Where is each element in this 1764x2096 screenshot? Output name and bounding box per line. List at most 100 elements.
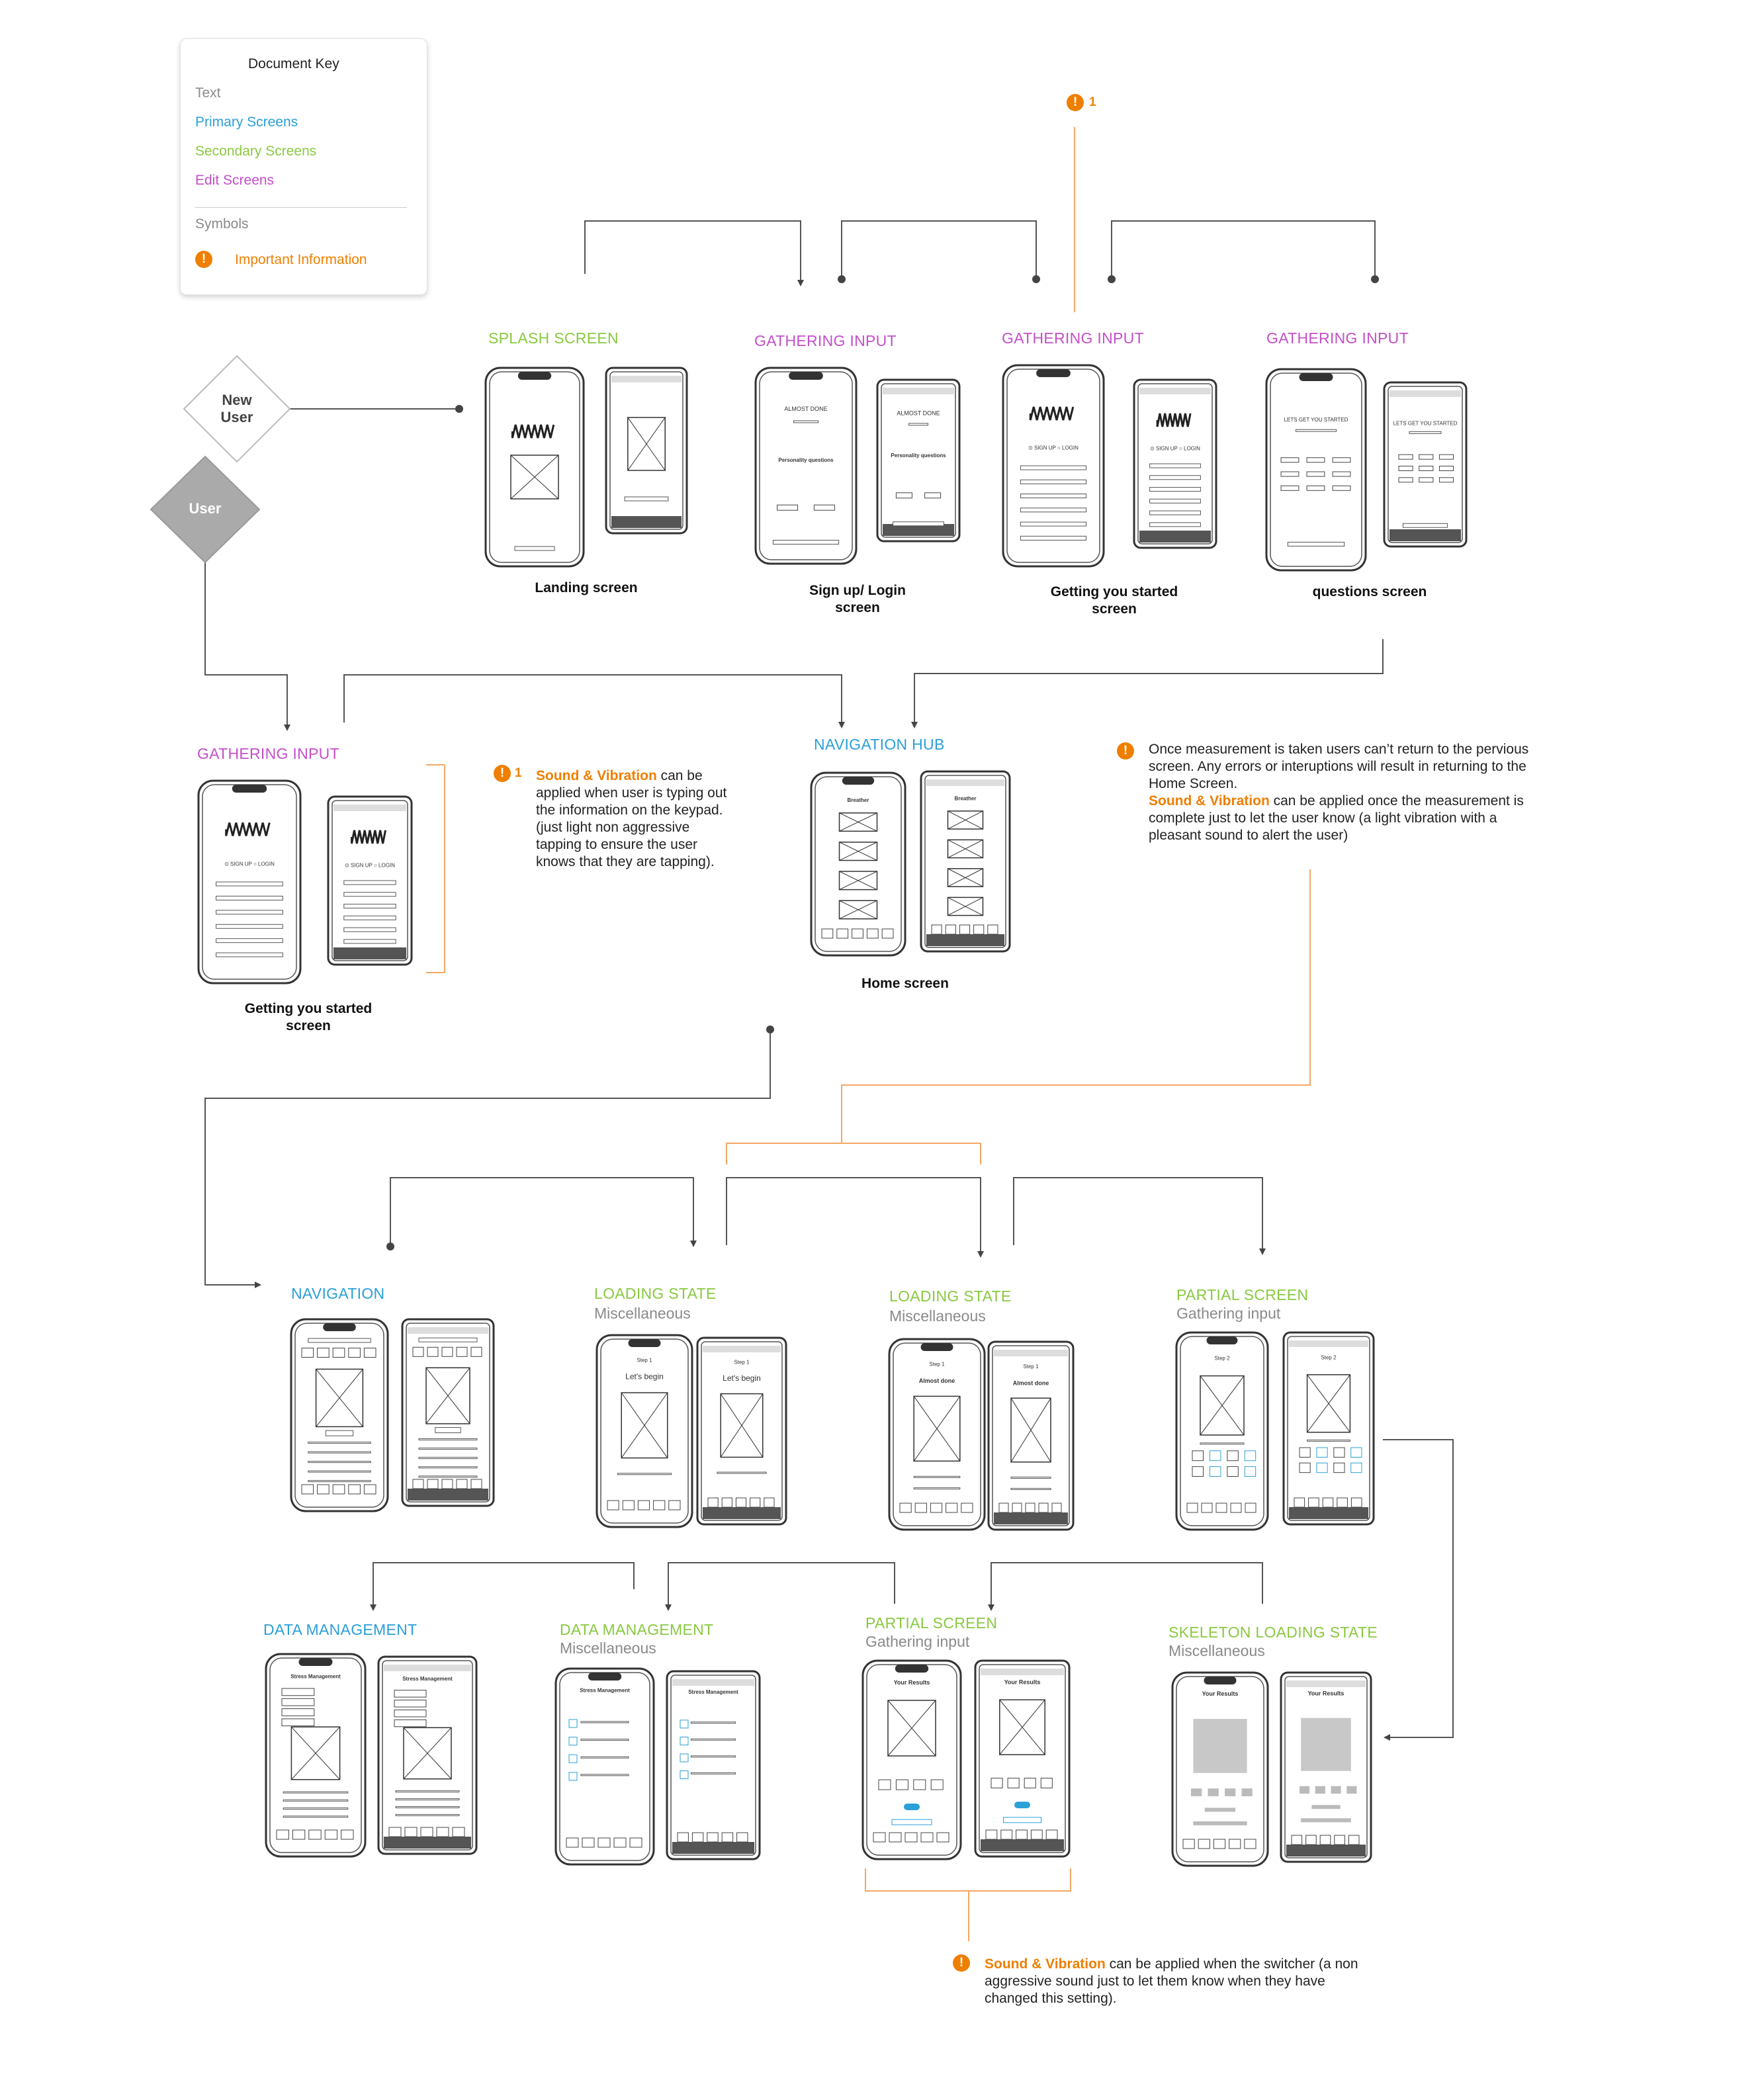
annotation-line <box>841 869 1311 1143</box>
screen-text: Let's begin <box>625 1372 664 1381</box>
phone-bezel <box>406 1323 490 1503</box>
nav-bar <box>703 1507 781 1519</box>
note-keypad-highlight: Sound & Vibration <box>536 768 657 783</box>
input-bar <box>395 1806 460 1808</box>
connector-line <box>584 220 804 286</box>
key-secondary-screens: Secondary Screens <box>195 144 317 159</box>
tab-icon <box>764 1497 775 1508</box>
screen-text: ⊙ SIGN UP ○ LOGIN <box>224 861 275 867</box>
nav-bar <box>1286 1845 1366 1856</box>
choice-box <box>1316 1462 1328 1473</box>
skeleton-block <box>1315 1786 1325 1794</box>
screen-text: ⊙ SIGN UP ○ LOGIN <box>1150 446 1200 452</box>
image-cross <box>948 868 983 887</box>
choice-box <box>991 1778 1003 1788</box>
android-wireframe: ⊙ SIGN UP ○ LOGIN <box>1133 378 1217 549</box>
input-bar <box>418 1448 478 1450</box>
iphone-wireframe: ⊙ SIGN UP ○ LOGIN <box>197 779 302 984</box>
tab-icon <box>301 1348 314 1358</box>
status-bar <box>1389 390 1461 397</box>
tab-icon <box>341 1829 354 1840</box>
tab-icon <box>889 1832 902 1843</box>
choice-box <box>1244 1450 1257 1462</box>
key-title: Document Key <box>248 56 339 71</box>
input-bar <box>216 952 283 957</box>
annotation-line <box>865 1868 1071 1892</box>
option-button <box>1398 454 1413 460</box>
tab-icon <box>1322 1497 1334 1508</box>
input-bar <box>1149 510 1201 515</box>
choice-box <box>930 1779 944 1790</box>
input-bar <box>1402 523 1448 528</box>
iphone-wireframe: Step 2 <box>1175 1331 1269 1531</box>
nav-bar <box>1289 1507 1368 1519</box>
input-bar <box>1020 535 1087 541</box>
annotation-line <box>726 1143 981 1164</box>
tab-icon <box>1182 1839 1195 1849</box>
section-splash-screen: SPLASH SCREEN <box>488 329 619 347</box>
checkbox <box>568 1772 578 1781</box>
option-button <box>1419 465 1434 471</box>
phone-bezel <box>1287 1336 1370 1521</box>
nav-bar <box>384 1837 471 1849</box>
tab-icon <box>1051 1503 1062 1513</box>
input-bar <box>1149 487 1201 492</box>
screen-text: LETS GET YOU STARTED <box>1284 417 1348 423</box>
tab-icon <box>317 1484 330 1495</box>
input-bar <box>418 1475 478 1478</box>
chip <box>281 1688 315 1696</box>
image-cross <box>403 1727 452 1780</box>
decision-user <box>150 455 261 564</box>
input-bar <box>1020 465 1087 470</box>
connector-lines <box>204 220 1454 1741</box>
notch <box>789 372 823 380</box>
skeleton-block <box>1241 1788 1253 1796</box>
skeleton-line <box>1204 1808 1236 1812</box>
section-gathering-input-1: GATHERING INPUT <box>754 332 897 349</box>
image-cross <box>316 1369 363 1427</box>
screen-text: Personality questions <box>891 453 946 459</box>
input-bar <box>308 1338 371 1343</box>
status-bar <box>883 388 954 394</box>
input-bar <box>308 1451 371 1454</box>
screen-text: Stress Management <box>402 1676 453 1682</box>
tab-icon <box>1245 1503 1257 1513</box>
tab-icon <box>1319 1835 1331 1845</box>
screen-text: Step 1 <box>734 1359 750 1365</box>
tab-icon <box>1348 1835 1360 1845</box>
tab-icon <box>301 1484 314 1495</box>
tab-icon <box>597 1837 611 1848</box>
input-bar <box>580 1774 629 1776</box>
connector-dot <box>766 1026 774 1033</box>
chip <box>394 1719 427 1727</box>
choice-box <box>1244 1466 1257 1477</box>
phone-bezel <box>701 1341 783 1521</box>
switcher-toggle <box>904 1804 920 1810</box>
tab-icon <box>456 1479 468 1489</box>
nav-bar <box>981 1839 1064 1851</box>
image-cross <box>948 810 983 830</box>
logo-scribble <box>225 822 271 836</box>
phone-bezel <box>1388 386 1463 543</box>
section-data-management-2: DATA MANAGEMENT <box>560 1621 714 1638</box>
notch <box>842 777 875 785</box>
connector-dot <box>1108 275 1116 283</box>
connector-line <box>370 1562 635 1611</box>
notch <box>323 1323 356 1331</box>
chip <box>394 1700 427 1708</box>
android-wireframe <box>605 367 688 535</box>
input-bar <box>1149 522 1201 527</box>
tab-icon <box>707 1832 719 1843</box>
choice-box <box>1350 1447 1362 1458</box>
image-cross <box>425 1368 470 1424</box>
input-bar <box>418 1466 478 1469</box>
input-bar <box>283 1799 349 1802</box>
section-partial-screen-2: PARTIAL SCREEN <box>865 1614 998 1632</box>
input-bar <box>395 1790 460 1793</box>
tab-icon <box>930 1503 943 1513</box>
input-bar <box>1296 429 1337 432</box>
screen-text: Step 1 <box>1023 1364 1039 1370</box>
new-user-label: New User <box>220 392 253 425</box>
